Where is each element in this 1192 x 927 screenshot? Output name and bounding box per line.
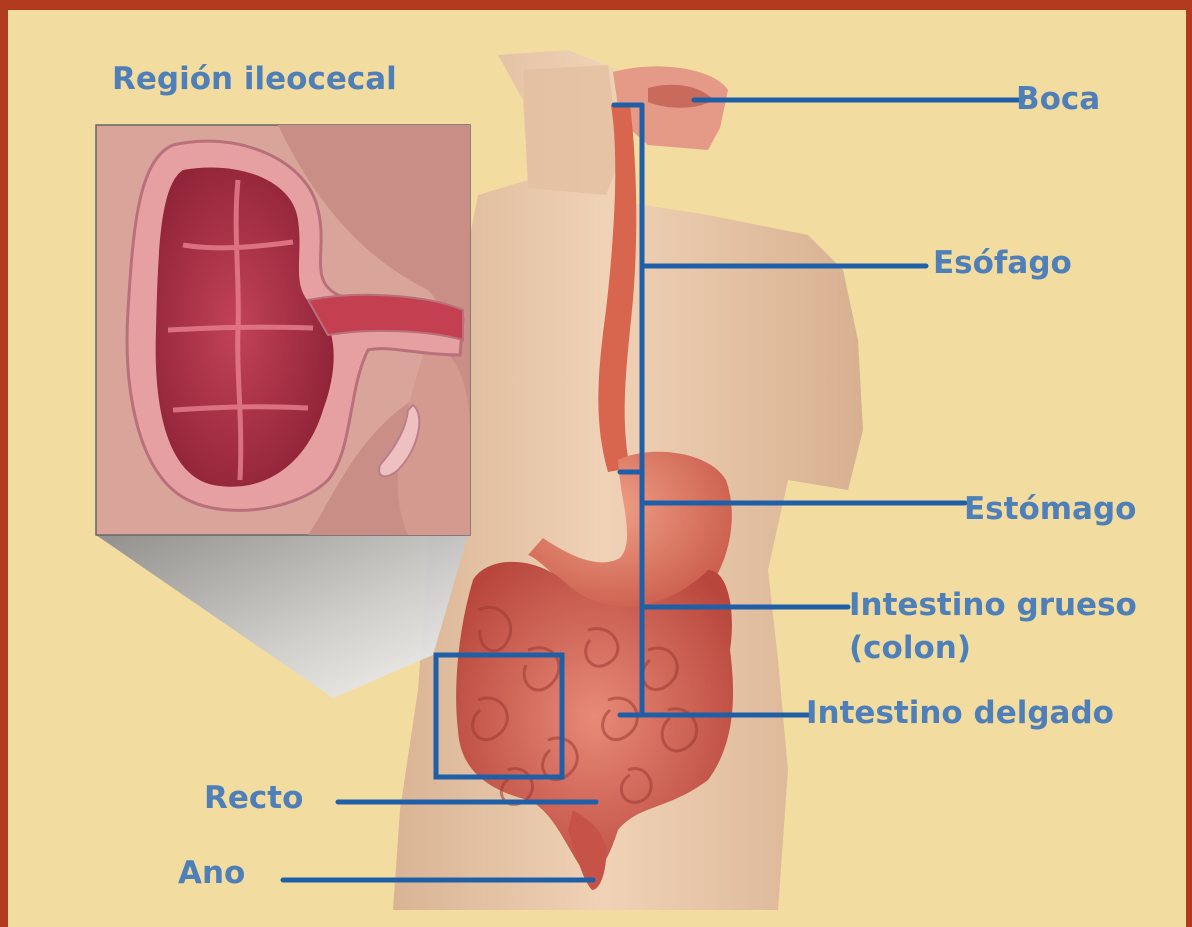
ileocecal-inset xyxy=(96,125,470,535)
label-estomago: Estómago xyxy=(964,494,1136,525)
label-intestino-grueso: Intestino grueso xyxy=(849,590,1137,621)
digestive-system-illustration xyxy=(8,10,1192,927)
title-region-ileocecal: Región ileocecal xyxy=(112,64,397,95)
magnification-cone xyxy=(96,535,468,698)
label-intestino-delgado: Intestino delgado xyxy=(806,698,1114,729)
label-recto: Recto xyxy=(204,783,303,814)
label-colon: (colon) xyxy=(849,633,971,664)
label-ano: Ano xyxy=(178,858,245,889)
neck-shadow xyxy=(523,65,620,195)
label-boca: Boca xyxy=(1016,84,1100,115)
label-esofago: Esófago xyxy=(933,248,1072,279)
